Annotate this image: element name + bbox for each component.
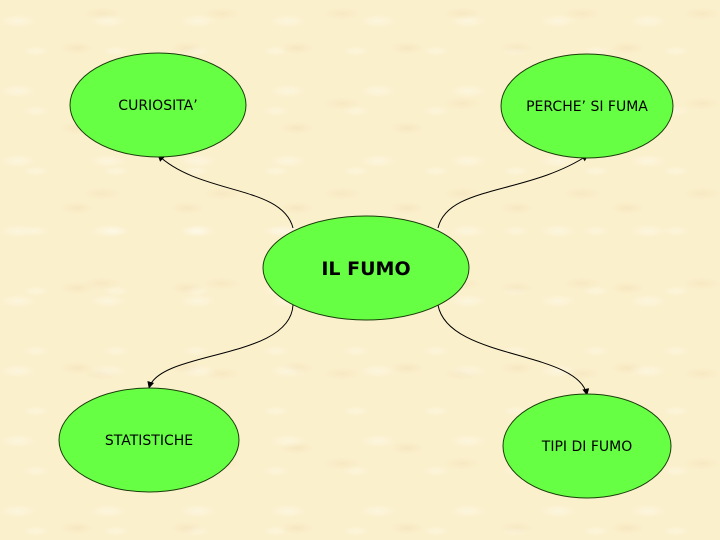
node-il-fumo-shape xyxy=(262,215,470,321)
connector-tipi xyxy=(437,304,590,396)
connector-perche xyxy=(437,154,589,229)
node-curiosita-shape xyxy=(69,52,247,158)
node-statistiche-label: STATISTICHE xyxy=(105,433,193,449)
node-perche-si-fuma-shape xyxy=(500,53,674,159)
node-perche-si-fuma-label: PERCHE’ SI FUMA xyxy=(526,99,648,115)
node-tipi-di-fumo[interactable]: TIPI DI FUMO xyxy=(502,393,672,499)
connector-curiosita xyxy=(157,154,294,229)
node-il-fumo-label: IL FUMO xyxy=(321,258,410,280)
node-tipi-di-fumo-label: TIPI DI FUMO xyxy=(541,439,632,455)
node-statistiche[interactable]: STATISTICHE xyxy=(58,387,240,493)
node-curiosita[interactable]: CURIOSITA’ xyxy=(69,52,247,158)
node-curiosita-label: CURIOSITA’ xyxy=(118,98,197,114)
node-statistiche-shape xyxy=(58,387,240,493)
node-tipi-di-fumo-shape xyxy=(502,393,672,499)
node-il-fumo[interactable]: IL FUMO xyxy=(262,215,470,321)
node-perche-si-fuma[interactable]: PERCHE’ SI FUMA xyxy=(500,53,674,159)
connector-statistiche xyxy=(147,304,294,389)
